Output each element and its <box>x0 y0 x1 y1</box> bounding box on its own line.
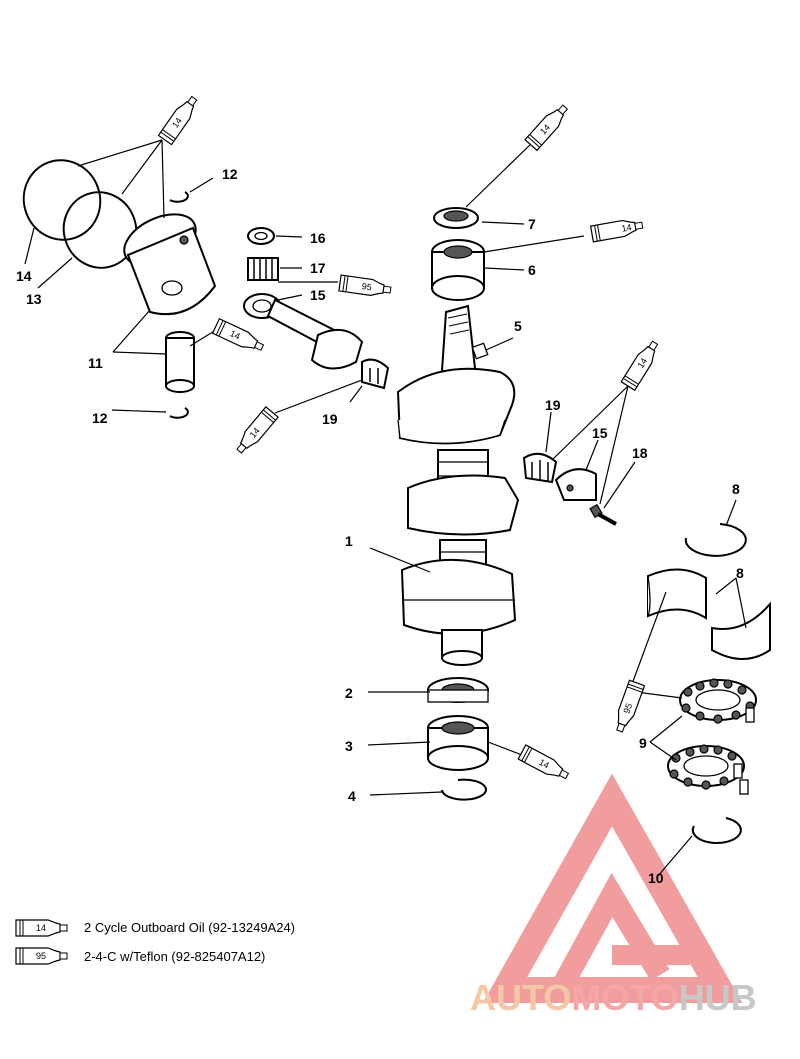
roller-cage-upper <box>679 678 757 724</box>
lubricant-tube-icon: 14 <box>620 337 663 391</box>
watermark: AUTOMOTOHUB <box>470 773 757 1018</box>
seal-7 <box>433 207 479 229</box>
piston-rings <box>22 159 138 269</box>
legend-code: 14 <box>36 923 46 933</box>
rod-cap-bearing-left <box>361 358 390 390</box>
callout-19-right: 19 <box>545 397 561 413</box>
tube-label: 14 <box>228 328 241 341</box>
legend: 14 2 Cycle Outboard Oil (92-13249A24) 95… <box>15 919 295 965</box>
callout-3: 3 <box>345 738 353 754</box>
callout-18: 18 <box>632 445 648 461</box>
leader-lines <box>24 139 747 877</box>
callout-9: 9 <box>639 735 647 751</box>
lubricant-tube-icon: 14 <box>524 101 572 151</box>
key-5 <box>471 342 489 360</box>
watermark-moto: MOTO <box>571 977 678 1018</box>
piston-pin <box>165 331 195 393</box>
ball-bearing-3 <box>427 715 489 771</box>
tube-label: 95 <box>621 702 634 715</box>
rod-cap <box>554 468 597 501</box>
lubricant-tube-icon: 14 <box>157 93 202 146</box>
callout-6: 6 <box>528 262 536 278</box>
thrust-washer <box>247 227 275 245</box>
callout-12-bottom: 12 <box>92 410 108 426</box>
svg-text:AUTOMOTOHUB: AUTOMOTOHUB <box>470 977 757 1018</box>
tube-label: 14 <box>635 356 649 370</box>
tube-label: 95 <box>361 281 372 292</box>
callout-16: 16 <box>310 230 326 246</box>
retaining-ring-10 <box>691 817 742 844</box>
piston <box>123 213 217 316</box>
seal-6-bearing <box>431 239 485 301</box>
watermark-logo-icon <box>482 773 743 1003</box>
bearing-race-half-upper <box>647 568 707 620</box>
tube-label: 14 <box>538 122 552 136</box>
callout-15-right: 15 <box>592 425 608 441</box>
callout-4: 4 <box>348 788 356 804</box>
callout-11: 11 <box>88 355 103 371</box>
tube-label: 14 <box>537 757 551 771</box>
legend-label: 2-4-C w/Teflon (92-825407A12) <box>84 949 265 964</box>
lubricant-tube-icon: 95 <box>15 947 68 965</box>
retaining-ring-8 <box>684 523 747 557</box>
callout-15-left: 15 <box>310 287 326 303</box>
rod-cap-bearing-right <box>522 452 558 484</box>
bearing-race-half-lower <box>711 601 771 660</box>
callout-numbers: 12 14 13 11 12 16 17 15 19 7 6 5 19 15 1… <box>16 166 744 886</box>
rod-bolt-18 <box>589 503 617 526</box>
watermark-hub: HUB <box>679 977 757 1018</box>
pin-retainers <box>169 191 189 419</box>
snap-ring-4 <box>441 778 487 801</box>
callout-19-left: 19 <box>322 411 338 427</box>
roller-cage-lower <box>667 744 749 795</box>
callout-5: 5 <box>514 318 522 334</box>
legend-item-1: 14 2 Cycle Outboard Oil (92-13249A24) <box>15 919 295 937</box>
lubricant-tube-icon: 14 <box>590 216 645 243</box>
callout-8-bottom: 8 <box>736 565 744 581</box>
legend-item-2: 95 2-4-C w/Teflon (92-825407A12) <box>15 947 265 965</box>
callout-13: 13 <box>26 291 42 307</box>
callout-14: 14 <box>16 268 32 284</box>
watermark-auto: AUTO <box>470 977 571 1018</box>
callout-12-top: 12 <box>222 166 238 182</box>
legend-label: 2 Cycle Outboard Oil (92-13249A24) <box>84 920 295 935</box>
crankshaft <box>396 304 520 666</box>
lubricant-tube-icon: 14 <box>15 919 68 937</box>
lubricant-tube-icon: 14 <box>212 318 267 356</box>
lubricant-tube-icon: 14 <box>232 406 279 457</box>
tube-label: 14 <box>621 222 633 234</box>
callout-1: 1 <box>345 533 353 549</box>
legend-code: 95 <box>36 951 46 961</box>
tube-label: 14 <box>170 116 184 130</box>
callout-2: 2 <box>345 685 353 701</box>
lubricant-tube-icon: 95 <box>611 679 646 735</box>
lubricant-tube-icon: 95 <box>338 274 393 299</box>
lubricant-tube-icon: 14 <box>517 744 572 784</box>
callout-8-top: 8 <box>732 481 740 497</box>
callout-10: 10 <box>648 870 664 886</box>
needle-bearing-small <box>247 257 279 281</box>
callout-7: 7 <box>528 216 536 232</box>
callout-17: 17 <box>310 260 326 276</box>
ball-bearing-2 <box>427 677 489 703</box>
tube-label: 14 <box>248 426 262 440</box>
connecting-rod <box>243 293 364 370</box>
